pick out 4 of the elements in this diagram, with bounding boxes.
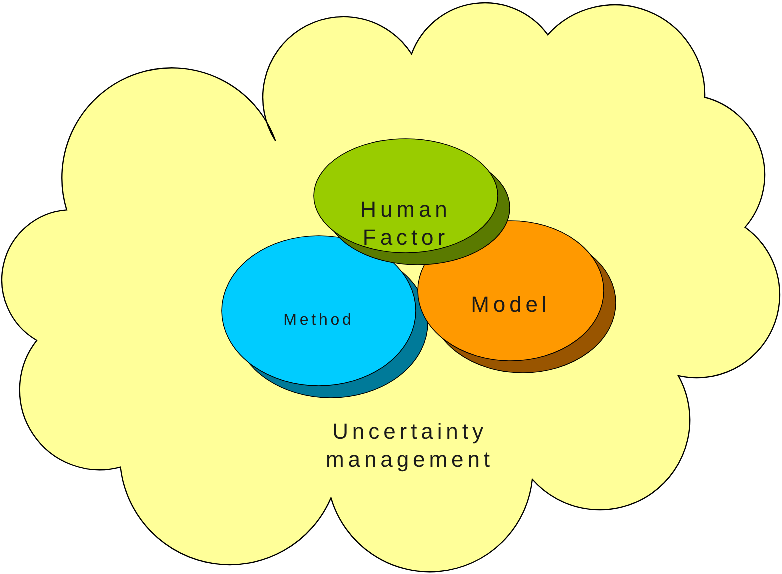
ellipse-label: Model [470,291,552,318]
cloud-label: Uncertainty management [324,418,495,473]
ellipse-label: Method [282,311,356,331]
ellipse-label: Human Factor [360,196,452,251]
